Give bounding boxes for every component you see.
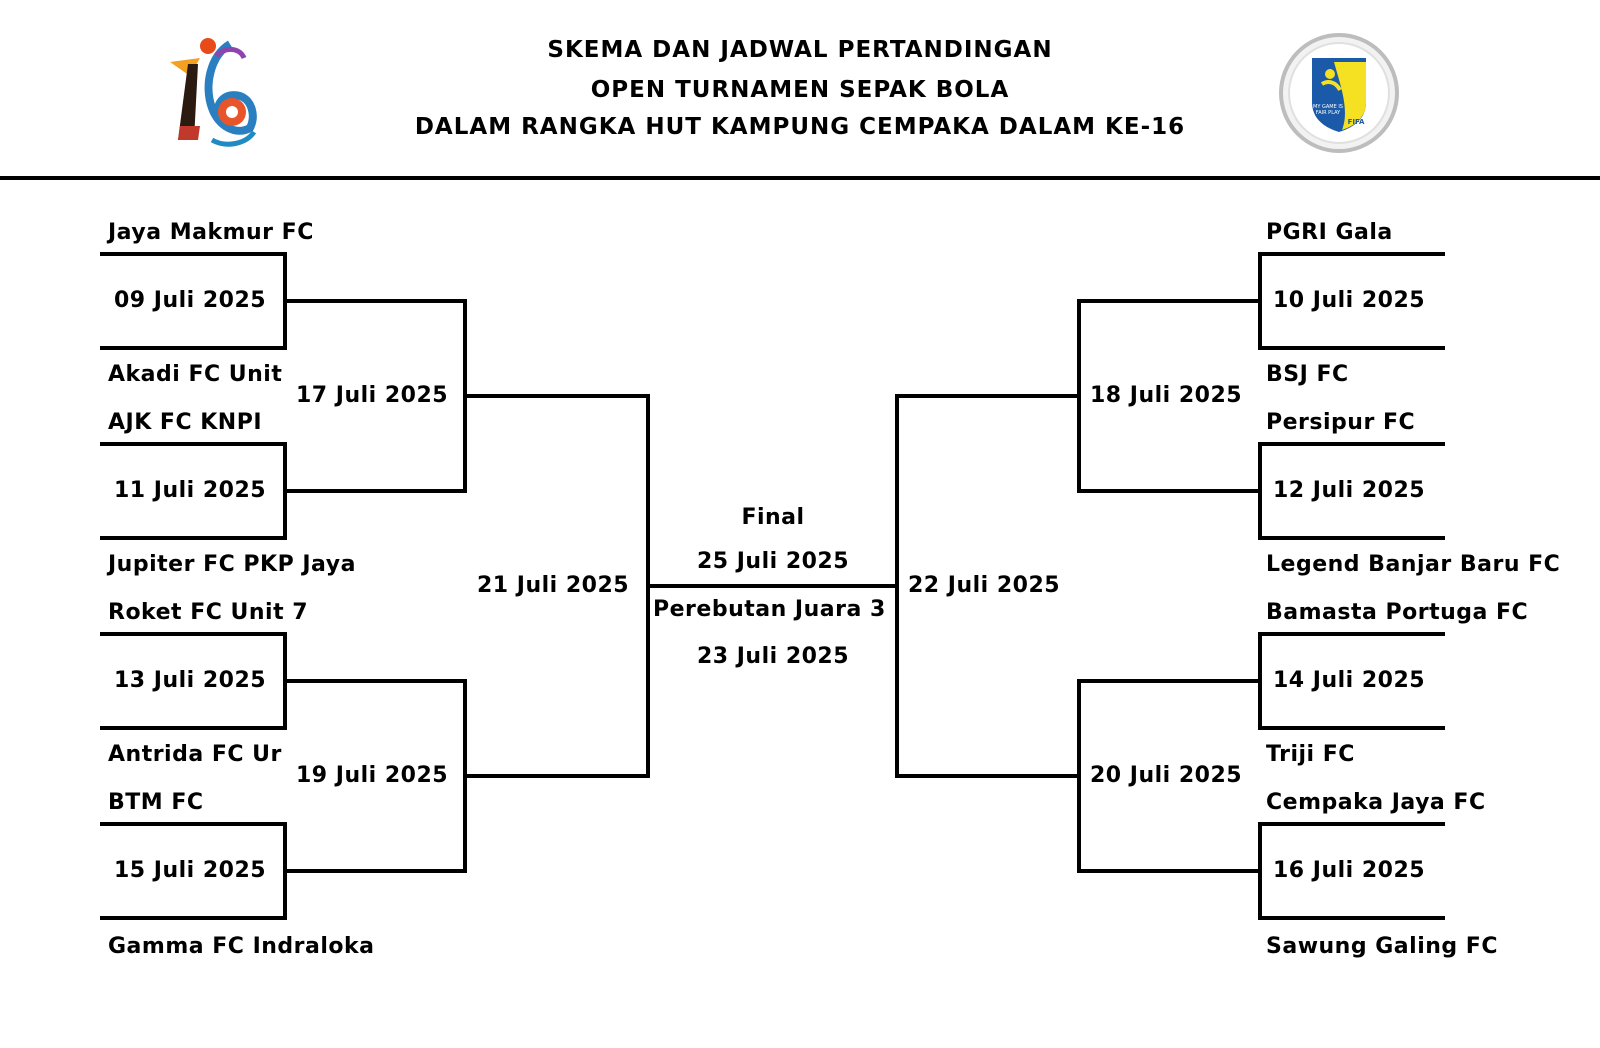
left-r1-date-1: 09 Juli 2025: [114, 288, 267, 313]
final-label: Final: [741, 505, 805, 530]
third-place-label: Perebutan Juara 3: [653, 597, 886, 622]
right-team-7: Cempaka Jaya FC: [1266, 790, 1486, 815]
right-r1-date-1: 10 Juli 2025: [1273, 288, 1426, 313]
tournament-logo: 16: [160, 36, 260, 152]
right-r2-date-2: 20 Juli 2025: [1090, 763, 1243, 788]
ball-icon: [200, 38, 216, 54]
left-r2-date-2: 19 Juli 2025: [296, 763, 449, 788]
right-team-3: Persipur FC: [1266, 410, 1416, 435]
right-match-4-box: [1258, 822, 1445, 920]
right-r1-date-2: 12 Juli 2025: [1273, 478, 1426, 503]
right-match-1-box: [1258, 252, 1445, 350]
title-line-1: SKEMA DAN JADWAL PERTANDINGAN: [547, 37, 1053, 63]
left-team-4: Jupiter FC PKP Jaya: [108, 552, 356, 577]
right-team-1: PGRI Gala: [1266, 220, 1393, 245]
left-team-7: BTM FC: [108, 790, 204, 815]
right-match-3-box: [1258, 632, 1445, 730]
left-team-1: Jaya Makmur FC: [108, 220, 314, 245]
final-date: 25 Juli 2025: [696, 549, 850, 574]
right-team-5: Bamasta Portuga FC: [1266, 600, 1529, 625]
left-team-8: Gamma FC Indraloka: [108, 934, 375, 959]
svg-text:FAIR PLAY: FAIR PLAY: [1316, 110, 1341, 116]
right-semi-connector: [895, 394, 1081, 778]
header-divider: [0, 176, 1600, 180]
svg-text:MY GAME IS: MY GAME IS: [1313, 104, 1343, 110]
right-match-2-box: [1258, 442, 1445, 540]
right-team-2: BSJ FC: [1266, 362, 1349, 387]
left-semi-date: 21 Juli 2025: [477, 573, 630, 598]
left-team-2: Akadi FC Unit: [108, 362, 283, 387]
right-r1-date-4: 16 Juli 2025: [1273, 858, 1426, 883]
svg-text:FIFA: FIFA: [1348, 118, 1365, 126]
right-team-8: Sawung Galing FC: [1266, 934, 1498, 959]
right-qf-1-connector: [1077, 299, 1262, 493]
right-semi-date: 22 Juli 2025: [908, 573, 1061, 598]
left-r1-date-3: 13 Juli 2025: [114, 668, 267, 693]
title-line-3: DALAM RANGKA HUT KAMPUNG CEMPAKA DALAM K…: [414, 114, 1186, 140]
left-team-5: Roket FC Unit 7: [108, 600, 309, 625]
right-qf-2-connector: [1077, 679, 1262, 873]
title-line-2: OPEN TURNAMEN SEPAK BOLA: [590, 77, 1010, 103]
left-r2-date-1: 17 Juli 2025: [296, 383, 449, 408]
fifa-fair-play-logo: MY GAME IS FAIR PLAY FIFA: [1278, 32, 1400, 154]
left-team-3: AJK FC KNPI: [108, 410, 263, 435]
left-r1-date-2: 11 Juli 2025: [114, 478, 267, 503]
right-team-4: Legend Banjar Baru FC: [1266, 552, 1561, 577]
right-r2-date-1: 18 Juli 2025: [1090, 383, 1243, 408]
left-team-6: Antrida FC Ur: [108, 742, 282, 767]
left-r1-date-4: 15 Juli 2025: [114, 858, 267, 883]
third-place-date: 23 Juli 2025: [696, 644, 850, 669]
right-team-6: Triji FC: [1266, 742, 1355, 767]
right-r1-date-3: 14 Juli 2025: [1273, 668, 1426, 693]
